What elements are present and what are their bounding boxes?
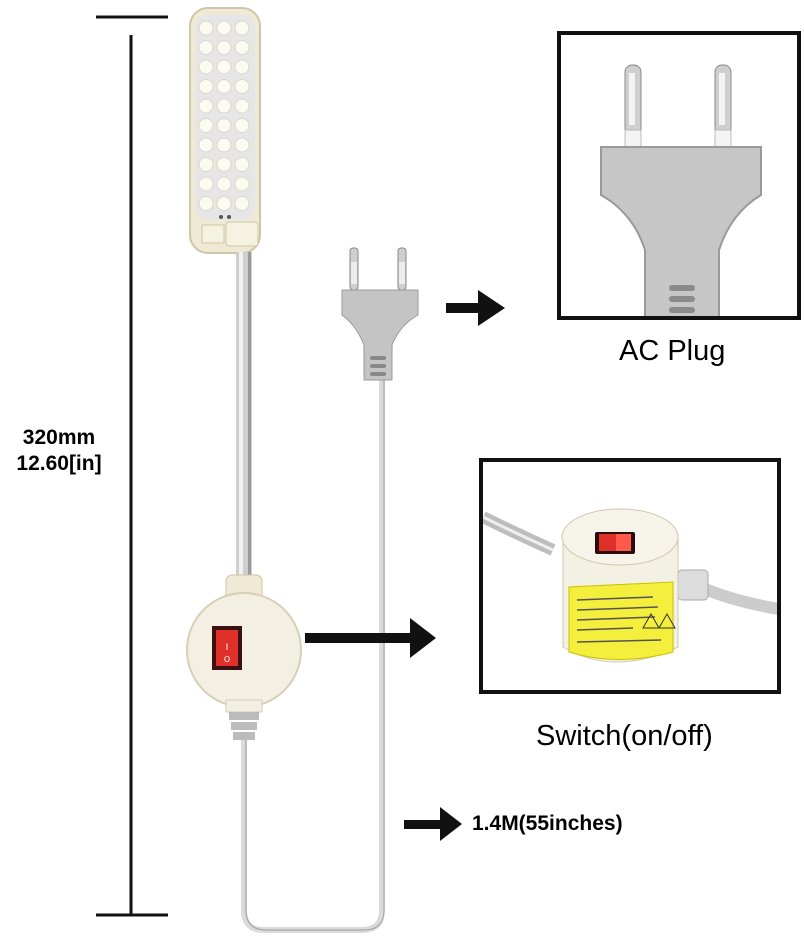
- led-dot: [234, 118, 250, 133]
- led-dot: [198, 118, 214, 133]
- led-dot: [198, 40, 214, 55]
- plug-inset: [557, 31, 801, 320]
- led-dot: [234, 20, 250, 36]
- led-dot: [234, 98, 250, 114]
- led-dot: [216, 137, 232, 153]
- height-in-label: 12.60[in]: [16, 452, 102, 475]
- led-dot: [198, 157, 214, 172]
- switch-icon: I O: [186, 574, 302, 740]
- arrow-right-icon: [305, 618, 436, 658]
- led-dot: [216, 196, 232, 211]
- led-dot: [198, 176, 214, 192]
- gooseneck-arm: [236, 252, 252, 582]
- led-dot: [234, 137, 250, 153]
- led-dot: [216, 157, 232, 172]
- led-dot: [234, 79, 250, 94]
- led-dot: [198, 137, 214, 153]
- led-dot: [216, 40, 232, 55]
- dimension-marker: [96, 15, 168, 917]
- height-label: 320mm 12.60[in]: [0, 425, 118, 477]
- plug-icon: [600, 64, 762, 316]
- led-dot: [198, 20, 214, 36]
- led-dot: [234, 196, 250, 211]
- led-dot: [198, 79, 214, 94]
- plug-icon: [341, 247, 419, 381]
- led-dot: [216, 176, 232, 192]
- led-dot: [234, 176, 250, 192]
- led-dot: [234, 157, 250, 172]
- svg-text:O: O: [224, 655, 230, 664]
- arrow-right-icon: [404, 807, 462, 841]
- led-dot: [198, 196, 214, 211]
- led-dot: [234, 40, 250, 55]
- cable-length-label: 1.4M(55inches): [472, 812, 623, 835]
- led-dot: [216, 59, 232, 75]
- led-panel-icon: [189, 7, 261, 254]
- led-dot: [216, 118, 232, 133]
- height-mm-label: 320mm: [22, 426, 96, 449]
- switch-caption: Switch(on/off): [536, 720, 713, 752]
- led-dot: [234, 59, 250, 75]
- led-dot: [198, 98, 214, 114]
- switch-inset: [479, 458, 781, 694]
- led-dot: [216, 79, 232, 94]
- plug-caption: AC Plug: [619, 335, 726, 367]
- switch-icon: [483, 508, 777, 663]
- led-dot: [216, 20, 232, 36]
- arrow-right-icon: [446, 290, 505, 326]
- led-dot: [216, 98, 232, 114]
- svg-text:I: I: [226, 643, 229, 653]
- led-dot: [198, 59, 214, 75]
